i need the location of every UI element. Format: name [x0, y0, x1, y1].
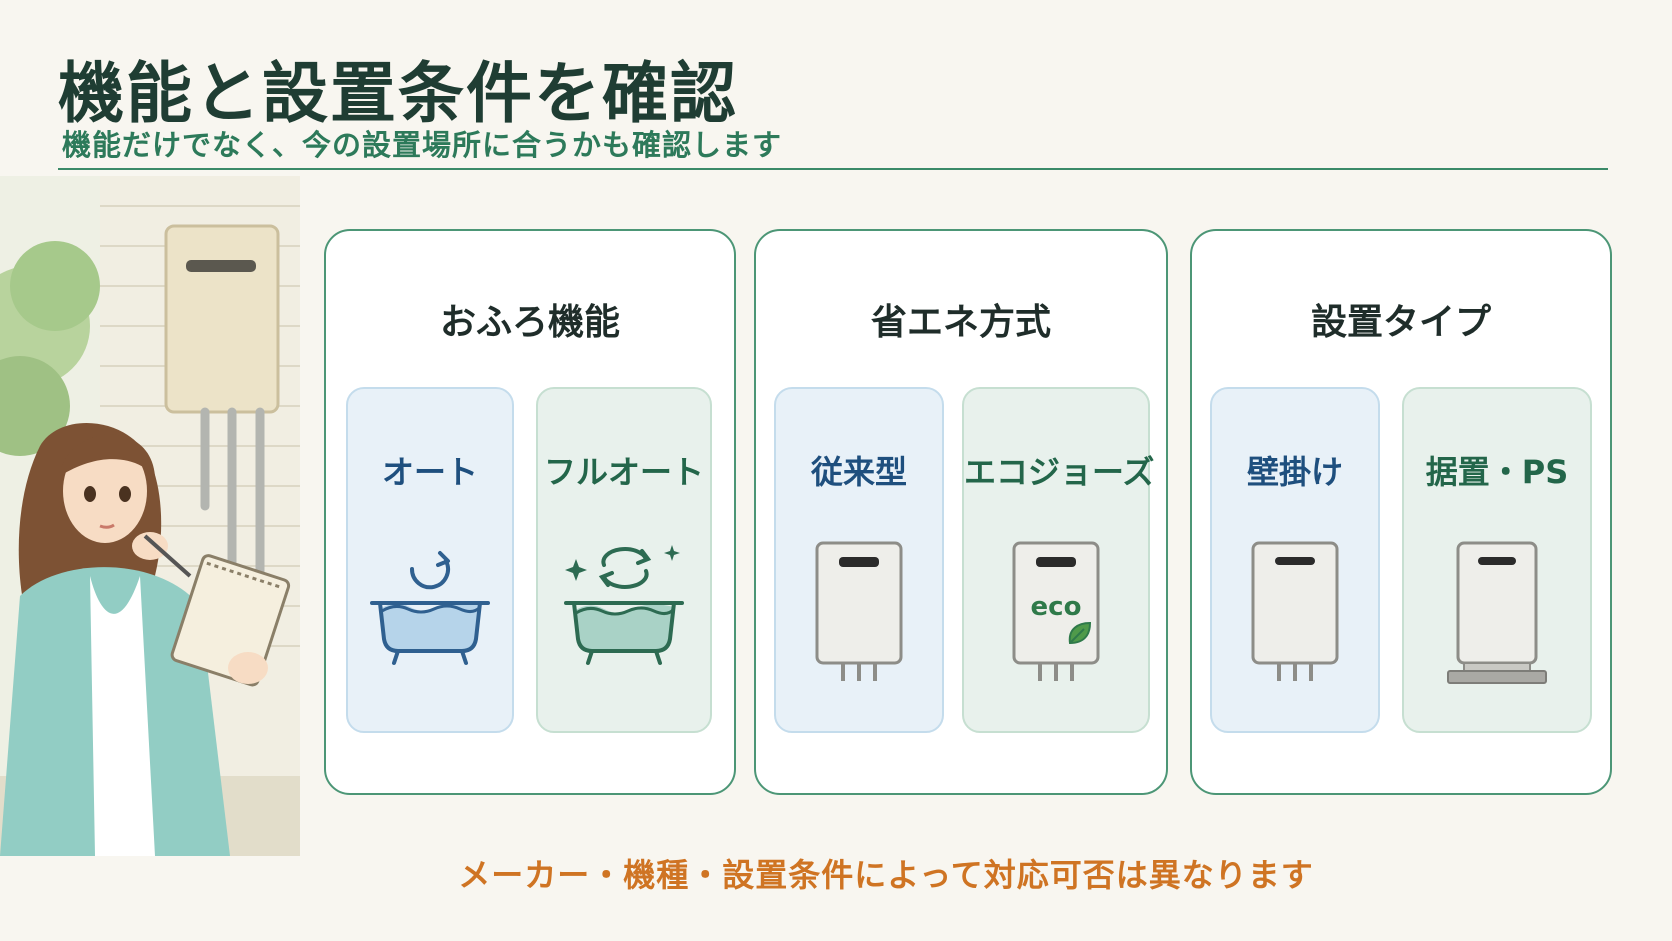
- eco-badge: eco: [1031, 592, 1082, 622]
- bathtub-auto-sparkle-icon: [564, 545, 684, 665]
- footer-note: メーカー・機種・設置条件によって対応可否は異なります: [458, 856, 1314, 894]
- card-installation-type: 設置タイプ 壁掛け 据置・PS: [1190, 229, 1612, 795]
- page-subtitle: 機能だけでなく、今の設置場所に合うかも確認します: [62, 128, 783, 162]
- option-eco-jozu[interactable]: エコジョーズ eco: [962, 387, 1155, 733]
- option-label: フルオート: [543, 453, 704, 491]
- option-full-auto[interactable]: フルオート: [536, 387, 712, 733]
- card-title: 設置タイプ: [1310, 302, 1491, 343]
- option-wall-mounted[interactable]: 壁掛け: [1210, 387, 1380, 733]
- option-label: オート: [381, 453, 478, 491]
- woman-inspecting-water-heater-illustration: [0, 176, 300, 856]
- option-auto[interactable]: オート: [346, 387, 514, 733]
- option-conventional[interactable]: 従来型: [774, 387, 944, 733]
- header-divider: [58, 168, 1608, 170]
- card-energy-saving: 省エネ方式 従来型 エコジョーズ eco: [754, 229, 1168, 795]
- card-title: 省エネ方式: [870, 302, 1051, 343]
- card-title: おふろ機能: [439, 302, 620, 343]
- water-heater-icon: [815, 541, 903, 681]
- option-label: 従来型: [810, 453, 907, 491]
- page-title: 機能と設置条件を確認: [58, 55, 738, 132]
- option-label: エコジョーズ: [964, 453, 1155, 491]
- floor-standing-heater-icon: [1447, 541, 1547, 684]
- leaf-icon: [1068, 621, 1092, 645]
- bathtub-refill-icon: [370, 551, 490, 665]
- wall-mounted-heater-icon: [1251, 541, 1339, 681]
- eco-water-heater-icon: eco: [1012, 541, 1100, 681]
- option-label: 壁掛け: [1246, 453, 1343, 491]
- card-bath-function: おふろ機能 オート フルオート: [324, 229, 736, 795]
- option-label: 据置・PS: [1425, 453, 1569, 491]
- option-floor-standing-ps[interactable]: 据置・PS: [1402, 387, 1592, 733]
